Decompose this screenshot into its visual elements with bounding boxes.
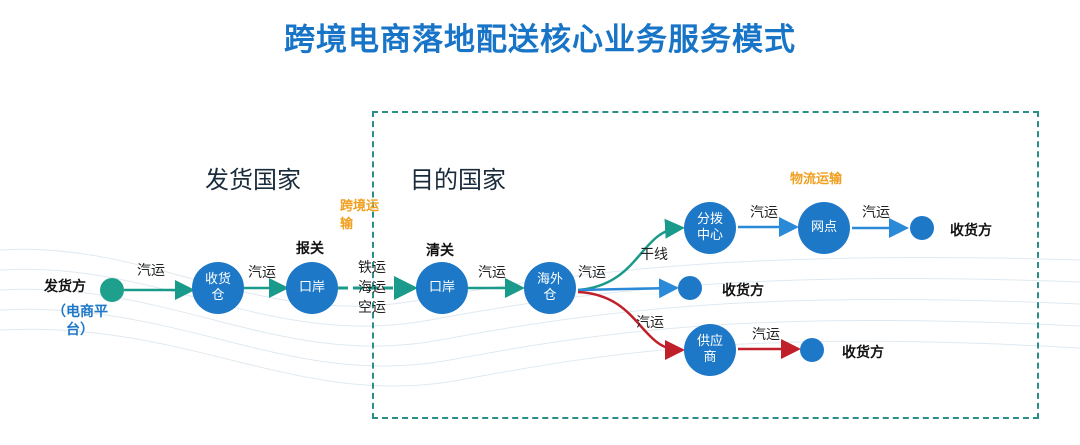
receiver-label-2: 收货方 xyxy=(722,283,764,299)
edge-label-trunk: 干线 xyxy=(640,247,668,263)
annotation-cross-border-transport: 跨境运输 xyxy=(340,199,380,232)
node-overseas-warehouse: 海外仓 xyxy=(524,262,576,314)
edge-label-truck-8: 汽运 xyxy=(752,327,780,343)
sender-label: 发货方 xyxy=(44,279,86,295)
page-title: 跨境电商落地配送核心业务服务模式 xyxy=(284,22,796,58)
node-port-destination: 口岸 xyxy=(416,262,468,314)
edge-label-truck-7: 汽运 xyxy=(636,315,664,331)
annotation-customs-clearance: 清关 xyxy=(426,243,454,259)
receiver-label-1: 收货方 xyxy=(950,223,992,239)
edge-label-transport-modes: 铁运 海运 空运 xyxy=(358,260,386,316)
node-port-origin: 口岸 xyxy=(286,262,338,314)
receiver-label-3: 收货方 xyxy=(842,345,884,361)
arrow-overseas-supplier xyxy=(577,290,685,360)
receiver-dot-1 xyxy=(910,216,934,240)
annotation-logistics-transport: 物流运输 xyxy=(790,172,843,187)
sender-dot xyxy=(100,278,124,302)
sender-sub-label: （电商平台） xyxy=(52,304,108,338)
arrow-overseas-receiver xyxy=(577,278,679,299)
destination-country-heading: 目的国家 xyxy=(410,166,506,194)
edge-label-truck-5: 汽运 xyxy=(750,205,778,221)
node-warehouse: 收货仓 xyxy=(192,262,244,314)
node-supplier: 供应商 xyxy=(684,324,736,376)
destination-country-box xyxy=(372,111,1039,419)
edge-label-truck-6: 汽运 xyxy=(862,205,890,221)
edge-label-truck-2: 汽运 xyxy=(248,265,276,281)
receiver-dot-2 xyxy=(678,276,702,300)
edge-label-truck-3: 汽运 xyxy=(478,265,506,281)
edge-label-truck-4: 汽运 xyxy=(578,265,606,281)
receiver-dot-3 xyxy=(800,338,824,362)
node-outlet: 网点 xyxy=(798,202,850,254)
arrow-overseas-sorting xyxy=(577,218,685,292)
annotation-customs-declaration: 报关 xyxy=(296,241,324,257)
node-sorting-center: 分拨中心 xyxy=(684,202,736,254)
origin-country-heading: 发货国家 xyxy=(205,166,301,194)
edge-label-truck-1: 汽运 xyxy=(137,263,165,279)
